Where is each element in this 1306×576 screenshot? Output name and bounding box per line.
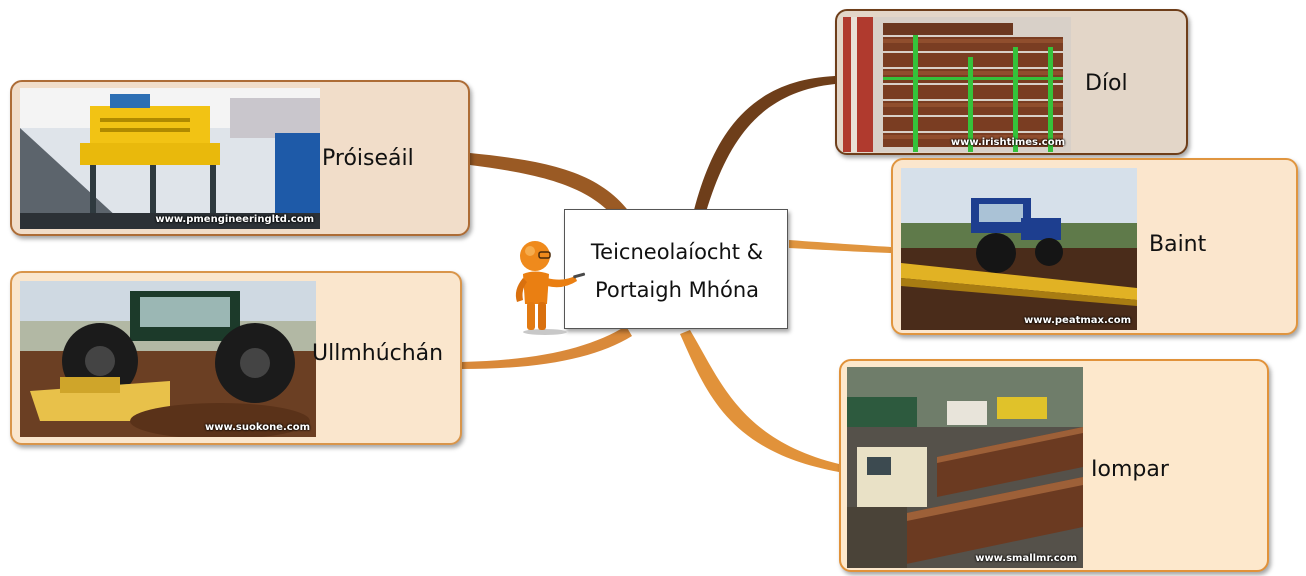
peat-harvester-photo: www.peatmax.com: [901, 168, 1137, 330]
bog-railway-wagons-photo: www.smallmr.com: [847, 367, 1083, 568]
branch-card-diol[interactable]: www.irishtimes.com Díol: [835, 9, 1188, 155]
branch-label-baint: Baint: [1149, 232, 1207, 257]
branch-card-proiseail[interactable]: www.pmengineeringltd.com Próiseáil: [10, 80, 470, 236]
central-title: Teicneolaíocht & Portaigh Mhóna: [566, 233, 788, 309]
watermark: www.pmengineeringltd.com: [155, 214, 314, 225]
central-topic[interactable]: Teicneolaíocht & Portaigh Mhóna: [562, 209, 789, 331]
watermark: www.peatmax.com: [1024, 315, 1131, 326]
tractor-ditcher-photo: www.suokone.com: [20, 281, 316, 437]
processing-plant-photo: www.pmengineeringltd.com: [20, 88, 320, 229]
presenter-figure-icon: [515, 241, 586, 335]
watermark: www.smallmr.com: [975, 553, 1077, 564]
branch-card-ullmhuchan[interactable]: www.suokone.com Ullmhúchán: [10, 271, 462, 445]
central-title-line1: Teicneolaíocht &: [590, 240, 764, 264]
branch-label-diol: Díol: [1085, 71, 1128, 96]
peat-briquettes-photo: www.irishtimes.com: [843, 17, 1071, 152]
branch-label-iompar: Iompar: [1091, 457, 1169, 482]
branch-label-proiseail: Próiseáil: [322, 146, 414, 171]
watermark: www.suokone.com: [205, 422, 310, 433]
central-title-line2: Portaigh Mhóna: [594, 278, 760, 302]
branch-label-ullmhuchan: Ullmhúchán: [312, 341, 444, 366]
branch-card-iompar[interactable]: www.smallmr.com Iompar: [839, 359, 1269, 572]
connector-ullmhuchan: [462, 326, 632, 369]
connector-diol: [694, 76, 835, 212]
connector-baint: [789, 240, 891, 253]
connector-iompar: [680, 330, 839, 472]
branch-card-baint[interactable]: www.peatmax.com Baint: [891, 158, 1298, 335]
central-whiteboard: [564, 209, 788, 329]
watermark: www.irishtimes.com: [950, 137, 1065, 148]
